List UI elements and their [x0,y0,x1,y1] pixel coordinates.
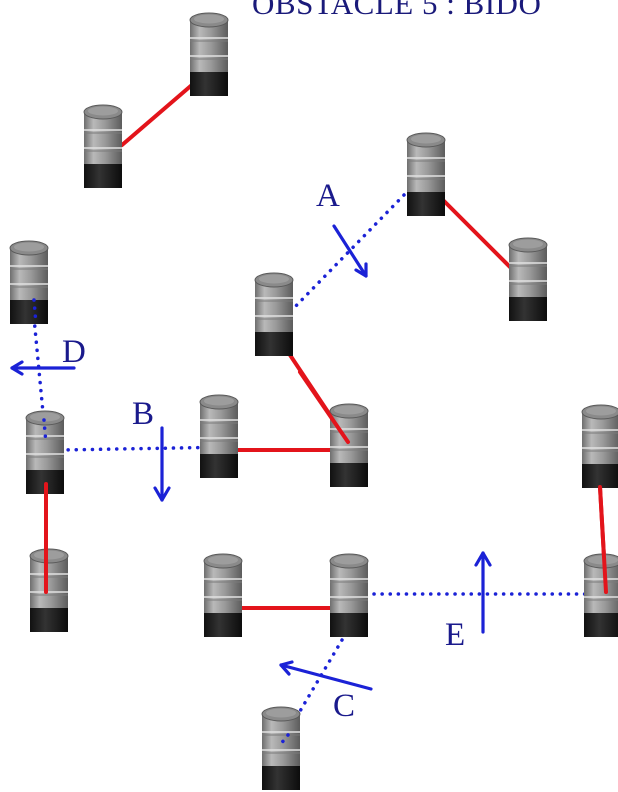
oil-drum-icon [83,104,123,189]
oil-drum-icon [508,237,548,322]
solid-links [44,82,608,610]
direction-arrows [10,224,492,691]
diagram-title: OBSTACLE 5 : BIDO [252,0,542,21]
oil-drum-icon [329,553,369,638]
oil-drum-icon [261,706,301,791]
direction-arrow-icon [279,660,373,691]
solid-link-far-right-overlay [598,485,608,594]
direction-arrow-icon [10,360,76,376]
solid-link-overlays [44,370,608,594]
dotted-link-a [288,193,406,314]
dotted-link-overlays [32,298,290,747]
solid-link-top [120,82,195,147]
dotted-link-c-overlay [278,733,290,747]
oil-drum-icon [189,12,229,97]
direction-arrow-icon [332,224,368,278]
crossing-labels: A D B E C [62,178,465,724]
label-b: B [132,396,154,432]
oil-drum-icon [25,410,65,495]
label-c: C [333,688,355,724]
label-e: E [445,617,465,653]
oil-drum-icon [199,394,239,479]
label-d: D [62,334,86,370]
oil-drum-icon [254,272,294,357]
oil-drum-icon [406,132,446,217]
direction-arrow-icon [153,426,171,502]
solid-link-middle-overlay [298,370,350,444]
oil-drum-icon [583,553,618,638]
label-a: A [316,178,340,214]
oil-drum-icon [9,240,49,325]
oil-drum-icon [581,404,618,489]
oil-drum-icon [29,548,69,633]
oil-drum-icon [203,553,243,638]
direction-arrow-icon [474,551,492,634]
oil-drum-icon [329,403,369,488]
